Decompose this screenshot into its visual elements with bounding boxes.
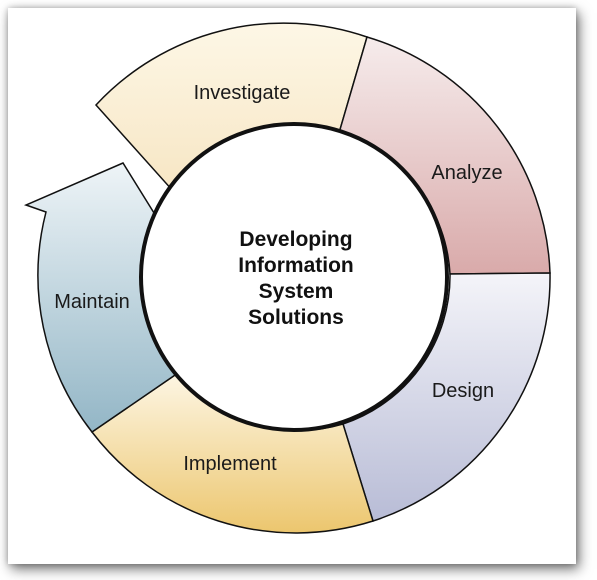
label-implement: Implement	[183, 453, 277, 475]
label-maintain: Maintain	[54, 291, 130, 313]
label-design: Design	[432, 380, 494, 402]
label-analyze: Analyze	[431, 162, 502, 184]
center-title-line-3: System	[259, 280, 334, 303]
segment-design	[342, 272, 551, 522]
center-title-line-1: Developing	[239, 228, 352, 251]
inner-ring	[139, 122, 449, 432]
label-investigate: Investigate	[194, 82, 291, 104]
center-title-line-2: Information	[238, 254, 354, 277]
center-title-line-4: Solutions	[248, 306, 344, 329]
